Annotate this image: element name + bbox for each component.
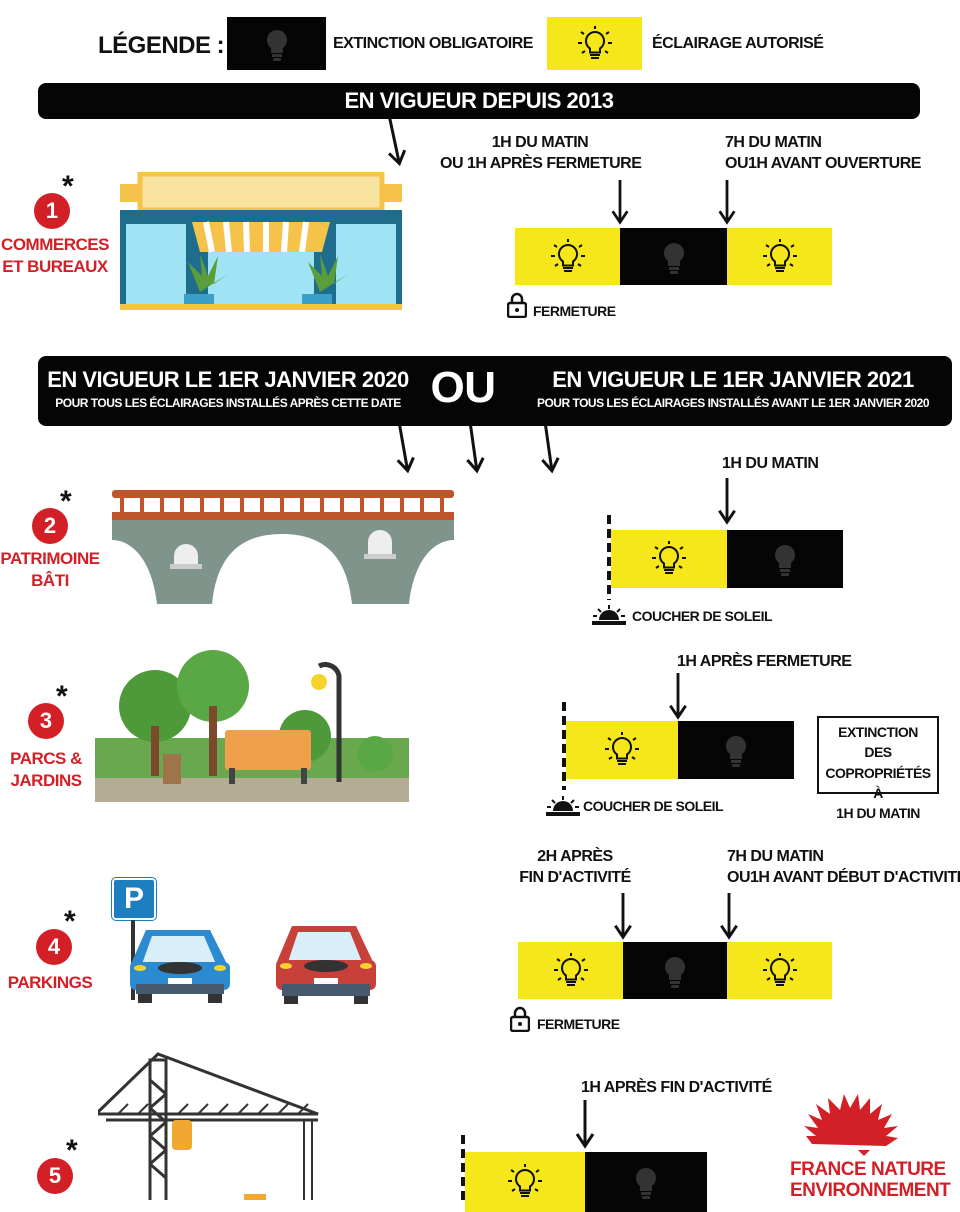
banner-2013-title: EN VIGUEUR DEPUIS 2013	[344, 88, 614, 113]
asterisk: *	[60, 485, 72, 518]
section-number: 4	[36, 929, 72, 965]
timeline-mark-label: 1H DU MATIN	[722, 455, 819, 472]
section-label: PARKINGS	[7, 973, 93, 992]
arrow-down-icon	[717, 893, 741, 941]
banner-or: OU	[430, 363, 497, 412]
asterisk: *	[64, 905, 76, 938]
sunset-marker-line	[562, 702, 566, 790]
bulb-on-icon	[602, 730, 642, 770]
bridge-illustration	[112, 490, 454, 604]
bulb-on-icon	[760, 951, 800, 991]
legend-off-swatch	[227, 17, 326, 70]
arrow-down-icon	[378, 116, 412, 170]
arrow-down-icon	[715, 180, 739, 226]
legend-on-label: ÉCLAIRAGE AUTORISÉ	[652, 35, 824, 52]
section-number: 5	[37, 1158, 73, 1194]
shop-illustration	[120, 172, 402, 310]
timeline-off-segment	[620, 228, 727, 285]
banner-left-subtitle: POUR TOUS LES ÉCLAIRAGES INSTALLÉS APRÈS…	[55, 396, 401, 410]
timeline-on-segment	[611, 530, 727, 588]
arrow-down-icon	[573, 1100, 597, 1150]
arrow-down-icon	[459, 424, 490, 477]
bulb-on-icon	[548, 237, 588, 277]
lock-icon	[507, 292, 527, 318]
section-number: 3	[28, 703, 64, 739]
asterisk: *	[56, 680, 68, 713]
timeline-on-segment	[566, 721, 678, 779]
bulb-off-icon	[655, 951, 695, 991]
bulb-off-icon	[257, 24, 297, 64]
timeline-off-segment	[623, 942, 727, 999]
park-illustration	[95, 650, 409, 802]
timeline-foot-label: COUCHER DE SOLEIL	[632, 608, 773, 624]
section-number: 2	[32, 508, 68, 544]
bulb-on-icon	[505, 1162, 545, 1202]
timeline-foot-label: COUCHER DE SOLEIL	[583, 798, 724, 814]
crane-illustration	[98, 1052, 319, 1200]
timeline-foot-label: FERMETURE	[537, 1016, 620, 1032]
arrow-down-icon	[611, 893, 635, 941]
legend-off-label: EXTINCTION OBLIGATOIRE	[333, 35, 533, 52]
hedgehog-icon	[804, 1094, 898, 1162]
timeline-foot-label: FERMETURE	[533, 303, 616, 319]
legend-title: LÉGENDE :	[98, 32, 225, 59]
bulb-on-icon	[551, 951, 591, 991]
lock-icon	[510, 1006, 530, 1032]
bulb-on-icon	[760, 237, 800, 277]
timeline-off-segment	[585, 1152, 707, 1212]
bulb-off-icon	[716, 730, 756, 770]
banner-left-title: EN VIGUEUR LE 1ER JANVIER 2020	[47, 367, 409, 392]
bulb-off-icon	[654, 237, 694, 277]
sunset-marker-line	[607, 515, 611, 600]
bulb-on-icon	[575, 24, 615, 64]
asterisk: *	[66, 1134, 78, 1167]
banner-2020-2021: EN VIGUEUR LE 1ER JANVIER 2020 POUR TOUS…	[38, 356, 952, 426]
section-label: PARCS &JARDINS	[10, 749, 82, 791]
timeline-on-segment	[727, 228, 832, 285]
arrow-down-icon	[666, 673, 690, 721]
timeline-on-segment	[518, 942, 623, 999]
sunset-icon	[546, 795, 580, 817]
parking-sign: P	[111, 877, 157, 921]
timeline-mark-label: 1H APRÈS FERMETURE	[677, 653, 852, 670]
asterisk: *	[62, 170, 74, 203]
arrow-down-icon	[534, 424, 565, 477]
timeline-mark-label: 1H APRÈS FIN D'ACTIVITÉ	[581, 1079, 772, 1096]
banner-right-subtitle: POUR TOUS LES ÉCLAIRAGES INSTALLÉS AVANT…	[536, 396, 930, 410]
bulb-off-icon	[626, 1162, 666, 1202]
timeline-on-segment	[727, 942, 832, 999]
legend-on-swatch	[547, 17, 642, 70]
arrow-down-icon	[388, 423, 420, 476]
sunset-marker-line	[461, 1135, 465, 1205]
section-number: 1	[34, 193, 70, 229]
bulb-off-icon	[765, 539, 805, 579]
arrow-down-icon	[715, 478, 739, 526]
cars-illustration	[130, 926, 376, 1004]
timeline-off-segment	[727, 530, 843, 588]
banner-right-title: EN VIGUEUR LE 1ER JANVIER 2021	[552, 367, 914, 392]
timeline-on-segment	[465, 1152, 585, 1212]
bulb-on-icon	[649, 539, 689, 579]
sunset-icon	[592, 604, 626, 626]
banner-2013: EN VIGUEUR DEPUIS 2013	[38, 83, 920, 119]
timeline-off-segment	[678, 721, 794, 779]
arrow-down-icon	[608, 180, 632, 226]
timeline-on-segment	[515, 228, 620, 285]
